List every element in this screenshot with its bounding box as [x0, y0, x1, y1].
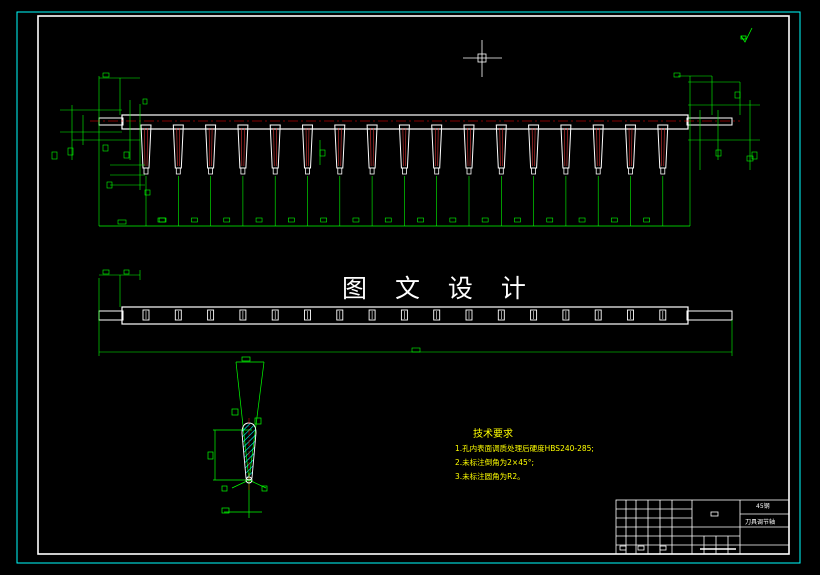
top-shaft-left-end: [98, 310, 124, 321]
slot-group: [142, 309, 667, 321]
blade: [237, 124, 249, 175]
dimension-tag: [611, 217, 618, 223]
requirement-item: 1.孔内表面调质处理后硬度HBS240-285;: [455, 444, 594, 453]
top-view: [98, 269, 733, 356]
center-cross-marker: [463, 40, 502, 77]
requirement-item: 3.未标注圆角为R2。: [455, 472, 525, 481]
front-view: [51, 72, 760, 227]
dimension-tag: [514, 217, 521, 223]
top-shaft-body: [121, 306, 689, 325]
slot: [562, 309, 570, 321]
slot: [627, 309, 634, 321]
slot: [207, 309, 215, 321]
slot: [530, 309, 538, 321]
title-block-part-name: 刀具调节轴: [745, 519, 776, 526]
top-view-dimensions: [98, 269, 733, 356]
blade: [624, 124, 637, 175]
title-block: [615, 499, 790, 555]
slot: [336, 309, 344, 321]
dimension-tag: [320, 217, 327, 223]
slot: [465, 309, 473, 321]
blade: [334, 124, 346, 175]
shaft-body: [121, 114, 689, 130]
slot: [304, 309, 311, 321]
roughness-symbol: [740, 27, 753, 43]
dimension-tag: [449, 217, 457, 223]
front-extension-lines: [145, 176, 664, 226]
slot: [433, 309, 441, 321]
slot: [142, 309, 150, 321]
slot: [659, 309, 667, 321]
slot: [497, 309, 505, 321]
dimension-tag: [223, 217, 231, 223]
title-block-material: 45钢: [756, 503, 770, 510]
slot: [239, 309, 247, 321]
blade: [172, 124, 184, 175]
blade: [431, 124, 443, 175]
dimension-tag: [417, 217, 424, 223]
left-dimensions: [51, 72, 326, 226]
dimension-tag: [481, 217, 489, 223]
dimension-tag: [578, 217, 586, 223]
blade: [528, 124, 540, 175]
blade: [398, 124, 410, 175]
slot: [368, 309, 376, 321]
dimension-tag: [546, 217, 554, 223]
requirements-title: 技术要求: [473, 429, 513, 440]
blade-section-detail: [207, 356, 268, 518]
top-shaft-right-end: [686, 310, 733, 321]
shaft-left-end: [98, 117, 124, 126]
blade-group: [140, 124, 669, 175]
front-dimension-labels: [158, 217, 650, 223]
dimension-tag: [643, 217, 650, 223]
blade: [366, 124, 378, 175]
blade: [657, 124, 669, 175]
right-dimensions: [673, 72, 760, 226]
requirement-item: 2.未标注倒角为2×45°;: [455, 458, 535, 467]
slot: [174, 309, 182, 321]
slot: [271, 309, 279, 321]
dimension-tag: [255, 217, 263, 223]
dimension-tag: [288, 217, 295, 223]
blade: [495, 124, 507, 175]
blade: [301, 124, 314, 175]
blade: [560, 124, 572, 175]
blade: [140, 124, 152, 175]
sheet-outer-border: [16, 11, 801, 564]
dimension-tag: [191, 217, 198, 223]
dimension-tag: [158, 217, 166, 223]
blade: [463, 124, 475, 175]
blade: [205, 124, 217, 175]
technical-requirements: 技术要求 1.孔内表面调质处理后硬度HBS240-285; 2.未标注倒角为2×…: [455, 428, 615, 484]
watermark: 图 文 设 计: [342, 274, 536, 303]
blade: [592, 124, 604, 175]
dimension-tag: [352, 217, 360, 223]
slot: [400, 309, 408, 321]
drawing-frame: [37, 15, 790, 555]
slot: [594, 309, 602, 321]
blade: [269, 124, 281, 175]
shaft-right-end: [686, 117, 733, 126]
dimension-tag: [384, 217, 392, 223]
